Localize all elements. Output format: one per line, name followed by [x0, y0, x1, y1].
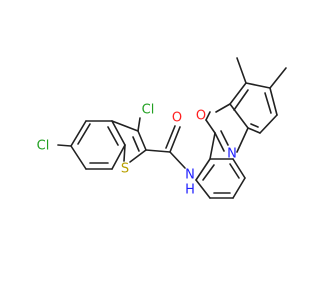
- bond: [195, 179, 211, 199]
- bond: [269, 87, 278, 116]
- chlorine-atom-label: Cl: [142, 103, 155, 118]
- bond: [111, 144, 126, 170]
- bond: [236, 57, 247, 84]
- bond: [195, 158, 211, 181]
- bond: [111, 120, 139, 132]
- bond: [245, 82, 271, 89]
- bond: [165, 125, 176, 149]
- bond: [57, 144, 72, 147]
- bond: [269, 67, 287, 89]
- amide-nitrogen-atom-label: N: [185, 168, 195, 183]
- bond: [233, 89, 249, 111]
- bond: [205, 119, 216, 134]
- bond: [70, 145, 87, 170]
- bond: [70, 120, 87, 147]
- bond: [169, 126, 181, 153]
- sulfur-atom-label: S: [121, 162, 129, 177]
- molecule-structure: Cl Cl S O N H O N: [37, 57, 287, 199]
- bond: [137, 117, 141, 132]
- bond: [220, 130, 229, 146]
- amide-hydrogen-atom-label: H: [185, 183, 195, 198]
- bond: [111, 120, 126, 146]
- chlorine-atom-label: Cl: [37, 139, 50, 154]
- oxazole-oxygen-atom-label: O: [196, 109, 206, 124]
- bond: [129, 149, 147, 163]
- bond: [215, 103, 231, 113]
- carbonyl-oxygen-atom-label: O: [172, 111, 182, 126]
- bond: [229, 103, 249, 129]
- bond: [214, 132, 225, 152]
- bond: [264, 92, 272, 114]
- bond: [232, 158, 246, 179]
- bond: [205, 111, 211, 121]
- bond: [209, 132, 216, 160]
- bond: [169, 151, 186, 169]
- bond: [229, 163, 240, 179]
- bond: [247, 127, 261, 134]
- bond: [202, 164, 215, 181]
- bond: [77, 123, 91, 145]
- bond: [123, 144, 126, 162]
- bond: [250, 123, 259, 128]
- bond-lines: [57, 57, 287, 199]
- bond: [259, 114, 278, 134]
- bond: [145, 149, 171, 153]
- oxazole-nitrogen-atom-label: N: [227, 147, 237, 162]
- bond: [236, 127, 249, 153]
- bond: [137, 130, 147, 151]
- bond: [132, 136, 140, 152]
- bond: [107, 126, 119, 146]
- bond: [229, 82, 247, 105]
- bond: [232, 177, 246, 199]
